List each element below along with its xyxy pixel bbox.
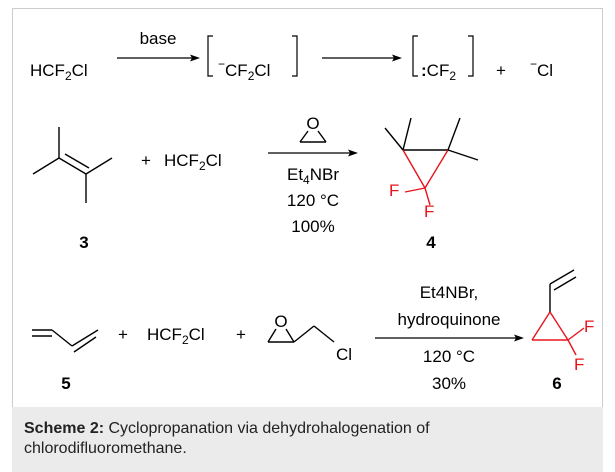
r1-arrowhead-1 [190,54,200,62]
r1-reagent: base [140,29,177,48]
r3-condition-4: 30% [432,374,466,393]
r2-arrowhead [348,149,358,157]
r2-epoxide-oxygen: O [306,114,319,133]
reaction-3: + HCF2Cl + O Cl Et4NBr, hydroquinone 120… [32,269,594,393]
r3-label-5: 5 [61,374,70,393]
scheme-caption: Scheme 2: Cyclopropanation via dehydroha… [12,407,603,472]
r3-reagent: HCF2Cl [147,325,205,347]
r1-bracket-right [292,35,298,77]
r1-reactant: HCF2Cl [30,61,88,83]
r1-plus: + [496,61,506,80]
r2-fluorine-2: F [424,202,434,221]
r3-condition-2: hydroquinone [397,310,500,329]
r3-condition-1: Et4NBr, [420,283,479,302]
caption-text: Cyclopropanation via dehydrohalogenation… [24,420,430,457]
r1-arrowhead-2 [392,54,402,62]
r3-fluorine-1: F [584,317,594,336]
r3-plus-1: + [118,325,128,344]
r3-plus-2: + [236,325,246,344]
ethylene-oxide-structure [299,130,327,143]
r3-label-6: 6 [552,374,561,393]
tetramethylethylene-structure [32,127,113,203]
r2-condition-2: 120 °C [287,191,339,210]
r1-product: :CF2 [421,61,456,83]
r1-intermediate: −CF2Cl [218,57,270,83]
vinyl-difluorocyclopropane-6-structure [531,269,585,356]
r1-bracket-right-2 [468,35,474,77]
butadiene-structure [32,329,99,353]
r2-condition-1: Et4NBr [287,165,339,187]
r1-byproduct: −Cl [530,57,553,80]
r2-label-3: 3 [79,233,88,252]
r2-label-4: 4 [426,233,436,252]
difluorocyclopropane-4-structure [384,117,479,206]
r3-condition-3: 120 °C [423,347,475,366]
r3-epoxide-oxygen: O [274,312,287,331]
r3-chlorine: Cl [336,345,352,364]
r2-reagent: HCF2Cl [164,151,222,173]
r1-bracket-left [207,35,213,77]
r2-plus: + [141,151,151,170]
r2-condition-3: 100% [291,217,334,236]
epichlorohydrin-structure [267,325,335,343]
r3-fluorine-2: F [574,355,584,374]
r1-bracket-left-2 [412,35,418,77]
r2-fluorine-1: F [389,181,399,200]
r3-arrowhead [514,334,524,342]
reaction-1: HCF2Cl base −CF2Cl :CF2 + −Cl [30,29,553,83]
scheme-frame [12,8,603,472]
caption-label: Scheme 2: [24,420,105,437]
reaction-2: + HCF2Cl O Et4NBr 120 °C 100% F F 3 4 [32,114,479,252]
